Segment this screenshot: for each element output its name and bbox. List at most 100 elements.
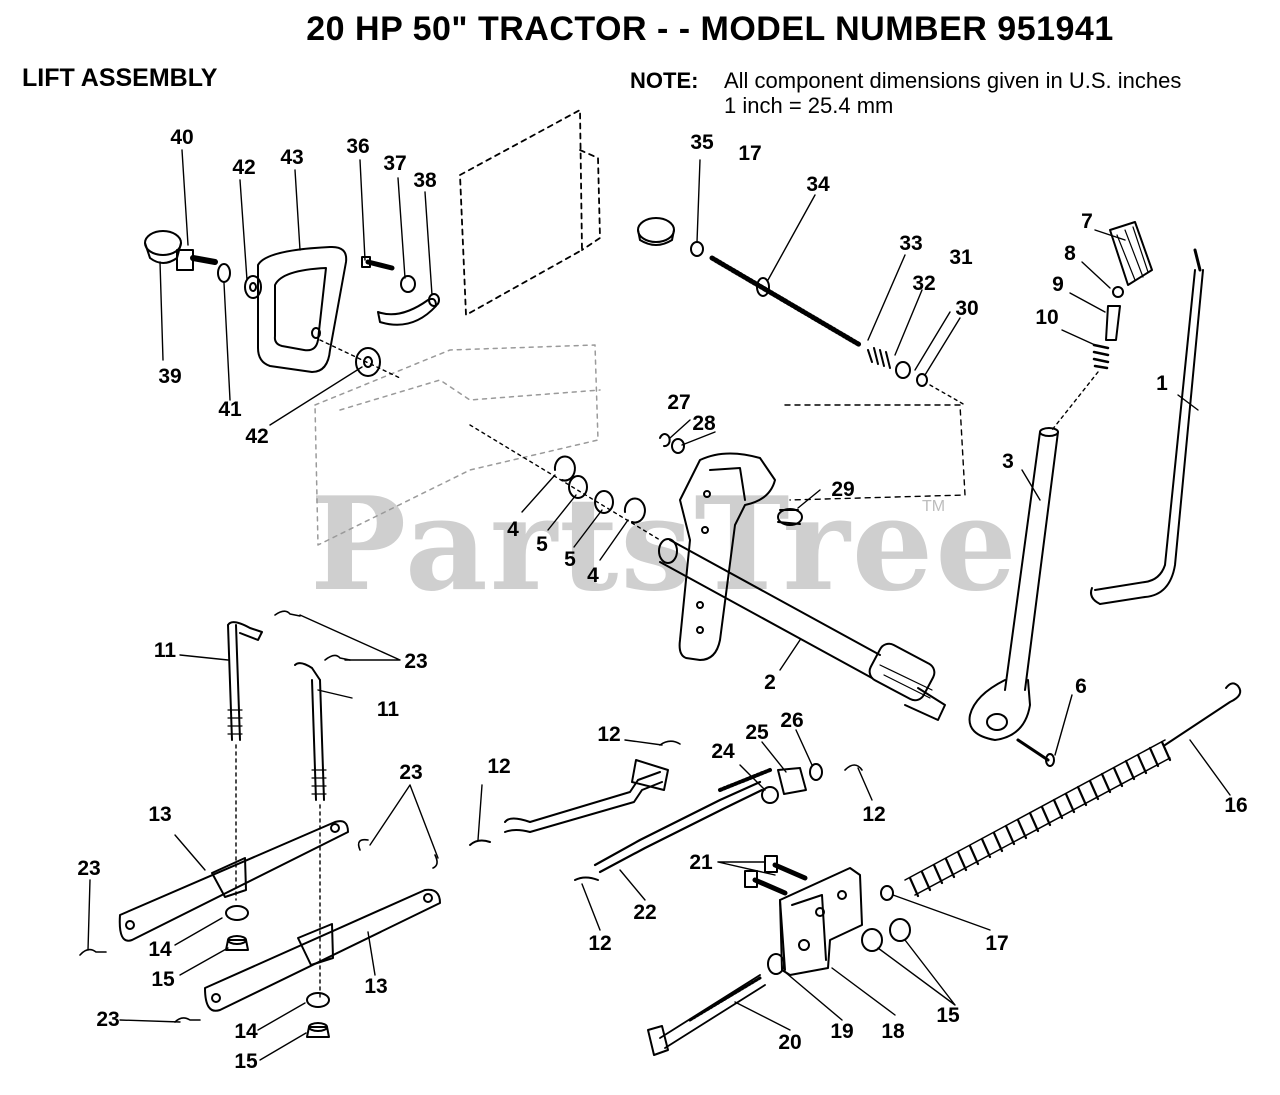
callout-2[interactable]: 2 — [764, 671, 776, 694]
washer-42b — [355, 347, 381, 377]
leader-lines — [87, 149, 1231, 1061]
callout-38[interactable]: 38 — [413, 169, 437, 192]
rod-34 — [709, 255, 863, 348]
callout-28[interactable]: 28 — [692, 412, 716, 435]
callout-30[interactable]: 30 — [955, 297, 979, 320]
washer-42a — [244, 275, 262, 299]
rod-1 — [1090, 248, 1204, 605]
callout-10[interactable]: 10 — [1035, 306, 1059, 329]
callout-13[interactable]: 13 — [364, 975, 388, 998]
note-label: NOTE: — [630, 68, 699, 93]
nut-15b — [306, 1022, 330, 1038]
callout-37[interactable]: 37 — [383, 152, 407, 175]
callout-20[interactable]: 20 — [778, 1031, 802, 1054]
frame-bracket — [314, 344, 601, 546]
section-heading: LIFT ASSEMBLY — [22, 64, 218, 92]
callout-25[interactable]: 25 — [745, 721, 769, 744]
shoulder-bolt-40 — [176, 249, 218, 271]
nut-30 — [916, 373, 928, 387]
knob-35 — [637, 217, 675, 246]
callout-27[interactable]: 27 — [667, 391, 691, 414]
frame-plate — [459, 109, 601, 316]
nut-15d — [889, 918, 911, 942]
callout-4[interactable]: 4 — [507, 518, 519, 541]
washers-4-5 — [469, 424, 661, 541]
callout-43[interactable]: 43 — [280, 146, 304, 169]
callout-1[interactable]: 1 — [1156, 372, 1168, 395]
callout-18[interactable]: 18 — [881, 1020, 905, 1043]
callout-11[interactable]: 11 — [376, 698, 400, 721]
callout-3[interactable]: 3 — [1002, 450, 1014, 473]
nut-17b — [880, 885, 894, 901]
callout-12[interactable]: 12 — [597, 723, 621, 746]
callout-32[interactable]: 32 — [912, 272, 936, 295]
callout-12[interactable]: 12 — [487, 755, 511, 778]
callout-14[interactable]: 14 — [148, 938, 172, 961]
callout-36[interactable]: 36 — [346, 135, 370, 158]
callout-13[interactable]: 13 — [148, 803, 172, 826]
callout-5[interactable]: 5 — [564, 548, 576, 571]
callout-7[interactable]: 7 — [1081, 210, 1093, 233]
callout-15[interactable]: 15 — [234, 1050, 258, 1073]
callout-33[interactable]: 33 — [899, 232, 923, 255]
washer-14b — [306, 992, 330, 1008]
callout-17[interactable]: 17 — [738, 142, 762, 165]
callout-21[interactable]: 21 — [689, 851, 713, 874]
spring-32 — [867, 347, 891, 369]
callout-24[interactable]: 24 — [711, 740, 735, 763]
pin-29 — [777, 508, 803, 526]
callout-14[interactable]: 14 — [234, 1020, 258, 1043]
rod-22 — [574, 768, 772, 881]
callout-17[interactable]: 17 — [985, 932, 1009, 955]
callout-29[interactable]: 29 — [831, 478, 855, 501]
screw-36 — [361, 256, 395, 271]
callout-6[interactable]: 6 — [1075, 675, 1087, 698]
callout-23[interactable]: 23 — [404, 650, 428, 673]
grip-7 — [1109, 221, 1153, 286]
callout-23[interactable]: 23 — [399, 761, 423, 784]
callout-5[interactable]: 5 — [536, 533, 548, 556]
spring-16 — [904, 682, 1242, 898]
callout-4[interactable]: 4 — [587, 564, 599, 587]
lift-arm-13b — [204, 888, 441, 1012]
callout-35[interactable]: 35 — [690, 131, 714, 154]
cover-43 — [257, 245, 348, 373]
callout-23[interactable]: 23 — [96, 1008, 120, 1031]
bracket-18 — [779, 867, 863, 976]
callout-42[interactable]: 42 — [245, 425, 269, 448]
callout-12[interactable]: 12 — [588, 932, 612, 955]
washer-41 — [217, 263, 231, 283]
callout-22[interactable]: 22 — [633, 901, 657, 924]
washer-26 — [809, 763, 823, 781]
lift-link-11b — [294, 662, 327, 801]
lift-shaft-2 — [658, 452, 946, 721]
clip-27-28 — [659, 433, 685, 454]
callout-11[interactable]: 11 — [153, 639, 177, 662]
callout-15[interactable]: 15 — [936, 1004, 960, 1027]
clip-38 — [377, 293, 440, 326]
callout-23[interactable]: 23 — [77, 857, 101, 880]
washer-37 — [400, 275, 416, 293]
callout-42[interactable]: 42 — [232, 156, 256, 179]
washer-19 — [767, 953, 785, 975]
handle-knob-39 — [144, 230, 182, 264]
callout-39[interactable]: 39 — [158, 365, 182, 388]
bolt-20 — [647, 974, 766, 1056]
callout-9[interactable]: 9 — [1052, 273, 1064, 296]
diagram-title: 20 HP 50" TRACTOR - - MODEL NUMBER 95194… — [306, 10, 1114, 48]
callout-12[interactable]: 12 — [862, 803, 886, 826]
callout-8[interactable]: 8 — [1064, 242, 1076, 265]
callout-26[interactable]: 26 — [780, 709, 804, 732]
callout-19[interactable]: 19 — [830, 1020, 854, 1043]
bolt-6 — [1016, 738, 1055, 767]
rod-12-upper — [469, 759, 669, 846]
callout-40[interactable]: 40 — [170, 126, 194, 149]
callout-16[interactable]: 16 — [1224, 794, 1248, 817]
note-text: All component dimensions given in U.S. i… — [724, 68, 1181, 118]
callout-15[interactable]: 15 — [151, 968, 175, 991]
callout-34[interactable]: 34 — [806, 173, 830, 196]
note-line-1: All component dimensions given in U.S. i… — [724, 68, 1182, 93]
callout-31[interactable]: 31 — [949, 246, 973, 269]
callout-41[interactable]: 41 — [218, 398, 242, 421]
